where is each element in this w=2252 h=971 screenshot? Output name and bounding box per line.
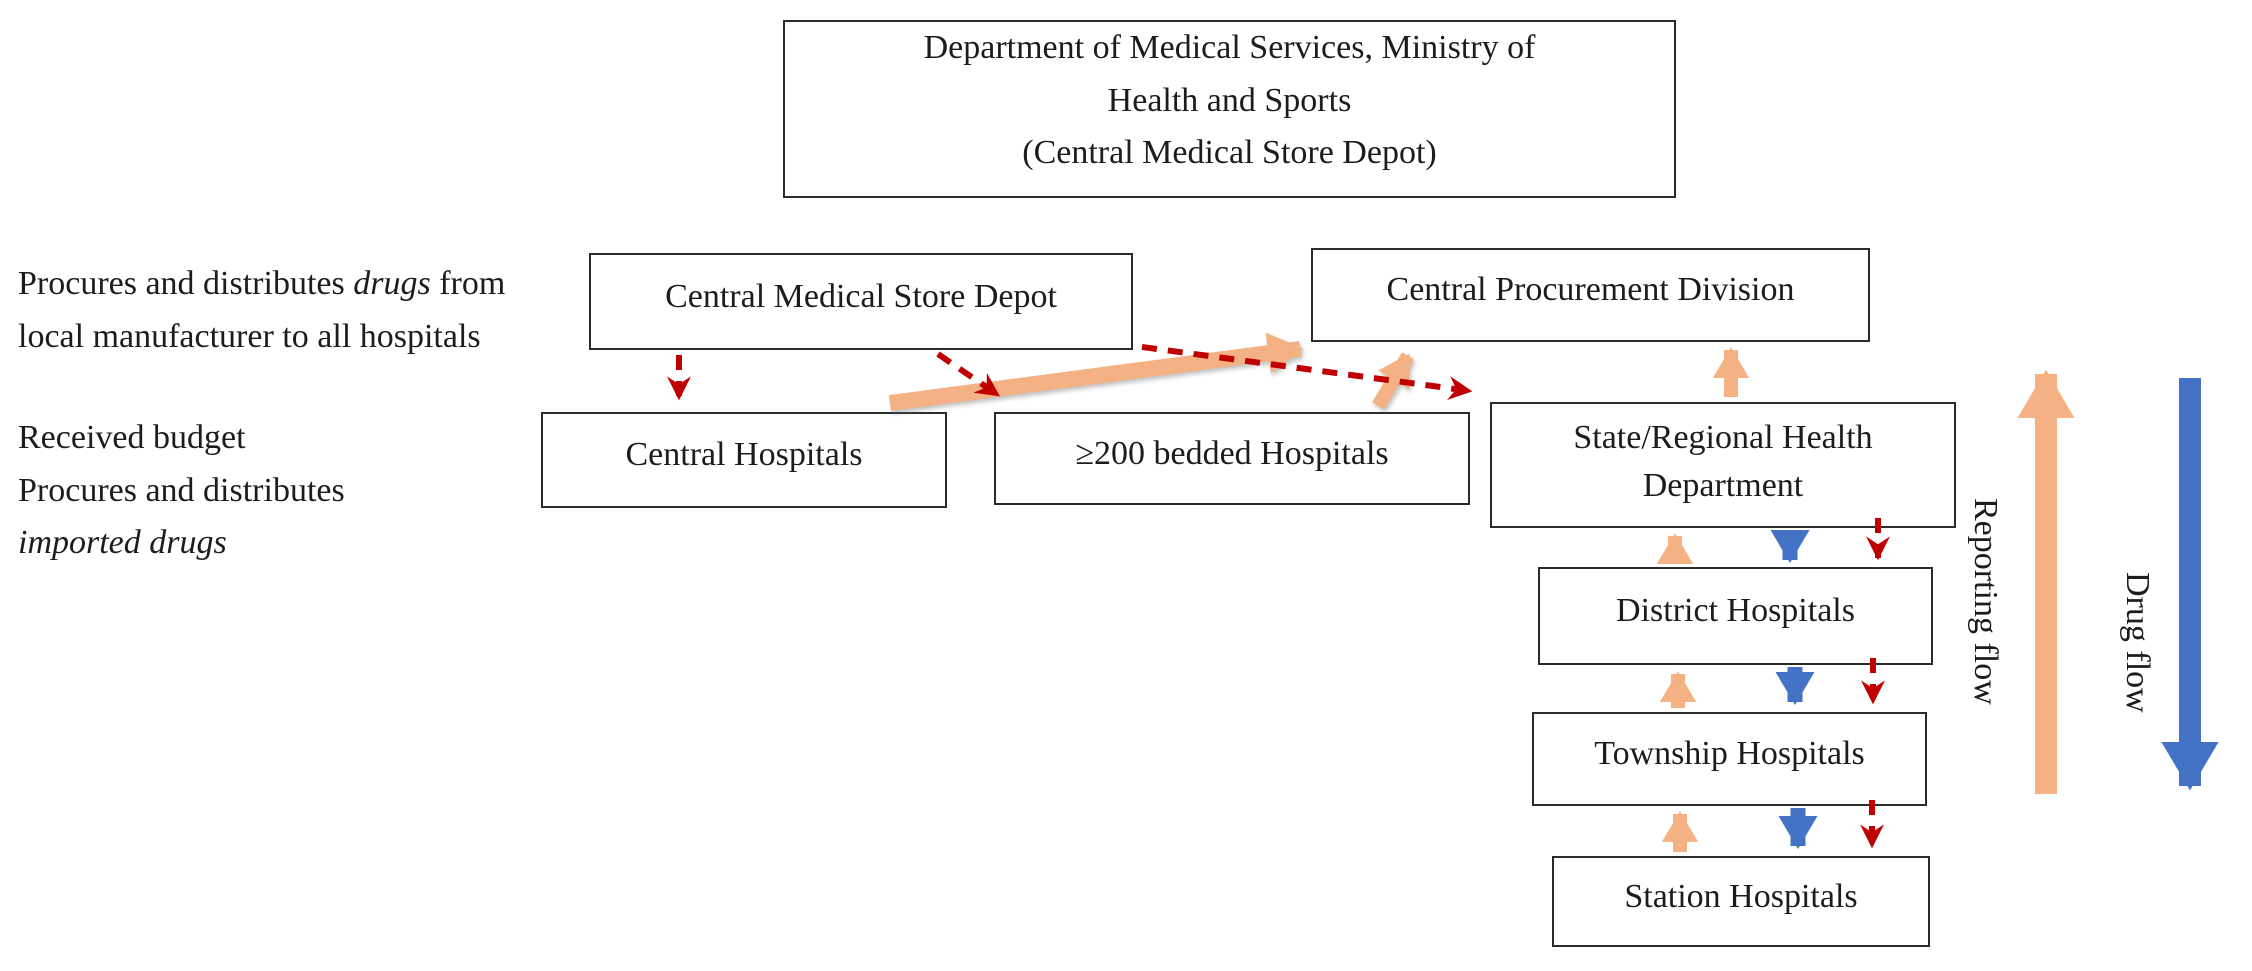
note2-italic-imported-drugs: imported drugs (18, 524, 227, 562)
reporting-arrow-hospitals-to-cpd (888, 332, 1304, 411)
note1-italic-drugs: drugs (353, 265, 431, 302)
note2-line-3: imported drugs (18, 517, 533, 570)
legend-reporting-flow-label: Reporting flow (1967, 498, 2004, 705)
node-department-of-medical-services: Department of Medical Services, Ministry… (783, 20, 1676, 198)
node-township-hospitals: Township Hospitals (1532, 712, 1927, 806)
node-200-bedded-hospitals: ≥200 bedded Hospitals (994, 412, 1470, 505)
note-received-budget: Received budget Procures and distributes… (18, 412, 533, 570)
dashed-arrow-cmsd-to-srhd (1141, 344, 1473, 401)
note2-line-2: Procures and distributes (18, 471, 345, 509)
reporting-arrow-bedded-to-cpd (1371, 352, 1415, 410)
note1-text-before: Procures and distributes (18, 265, 354, 302)
title-line-2: Health and Sports (1107, 81, 1352, 119)
note2-line-1: Received budget (18, 419, 246, 456)
node-central-medical-store-depot: Central Medical Store Depot (589, 253, 1133, 350)
node-state-regional-health-department: State/Regional Health Department (1490, 402, 1956, 528)
title-line-3: (Central Medical Store Depot) (1022, 134, 1437, 172)
note-procures-local-drugs: Procures and distributes drugs from loca… (18, 258, 533, 363)
dashed-arrow-cmsd-to-bedded-hospitals (936, 351, 1000, 398)
node-district-hospitals: District Hospitals (1538, 567, 1933, 665)
node-central-hospitals: Central Hospitals (541, 412, 947, 508)
title-line-1: Department of Medical Services, Ministry… (923, 28, 1536, 66)
node-central-procurement-division: Central Procurement Division (1311, 248, 1870, 342)
note1-text-after: from local manufacturer to all hospitals (18, 265, 506, 355)
legend-drug-flow-label: Drug flow (2119, 572, 2156, 713)
node-station-hospitals: Station Hospitals (1552, 856, 1930, 947)
